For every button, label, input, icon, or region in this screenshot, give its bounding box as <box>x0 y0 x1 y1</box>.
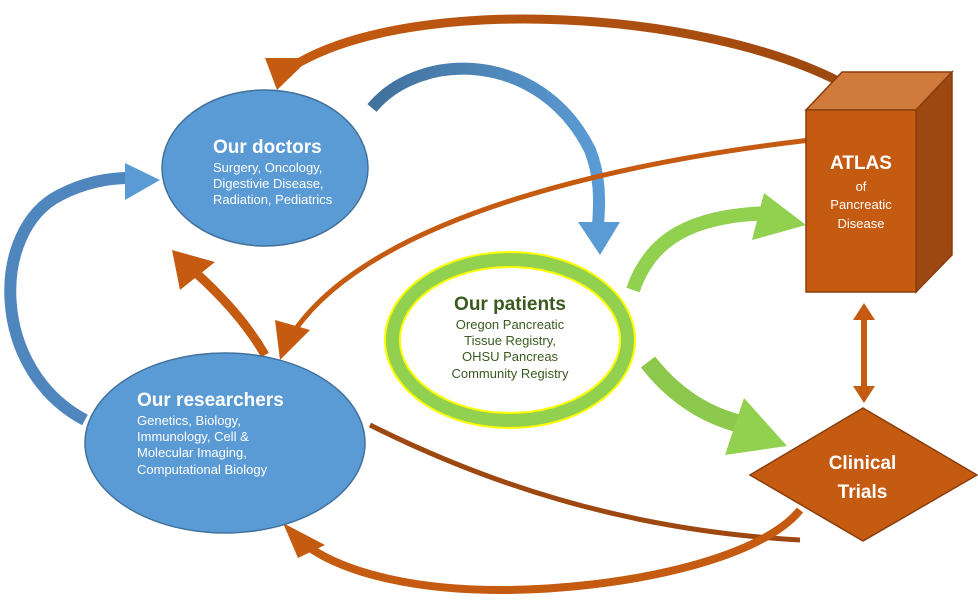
arrow-atlas-to-doctors <box>265 14 843 90</box>
atlas-line: Disease <box>837 216 885 232</box>
doctors-title: Our doctors <box>213 137 322 158</box>
trials-label: Clinical Trials <box>800 450 925 507</box>
doctors-line: Surgery, Oncology, <box>213 159 323 175</box>
atlas-line: of <box>855 178 867 194</box>
atlas-label: ATLAS of Pancreatic Disease <box>806 150 916 234</box>
arrow-doctors-to-patients <box>367 62 620 255</box>
researchers-line: Computational Biology <box>137 461 268 477</box>
atlas-line: Pancreatic <box>830 197 892 213</box>
researchers-line: Molecular Imaging, <box>137 445 247 461</box>
arrow-trials-to-researchers <box>283 422 804 595</box>
doctors-line: Digestivie Disease, <box>213 176 324 191</box>
patients-line: Oregon Pancreatic <box>455 316 565 332</box>
arrow-patients-to-trials <box>640 356 787 455</box>
doctors-line: Radiation, Pediatrics <box>213 192 333 208</box>
researchers-label: Our researchers Genetics, Biology, Immun… <box>137 389 284 478</box>
arrow-researchers-to-doctors <box>4 163 160 426</box>
doctors-label: Our doctors Surgery, Oncology, Digestivi… <box>213 136 332 209</box>
trials-node[interactable] <box>748 407 978 542</box>
patients-line: Tissue Registry, <box>464 333 556 348</box>
patients-line: OHSU Pancreas <box>461 349 559 365</box>
researchers-node[interactable] <box>84 352 366 534</box>
researchers-title: Our researchers <box>137 390 284 411</box>
patients-label: Our patients Oregon Pancreatic Tissue Re… <box>420 293 600 382</box>
researchers-line: Immunology, Cell & <box>137 429 249 444</box>
atlas-node[interactable] <box>804 70 954 294</box>
researchers-line: Genetics, Biology, <box>137 412 241 428</box>
arrow-patients-to-atlas <box>626 193 806 293</box>
double-arrow-atlas-trials <box>853 303 875 403</box>
atlas-title: ATLAS <box>830 153 892 174</box>
arrow-researchers-up-to-doctors <box>172 250 269 358</box>
trials-title-line1: Clinical <box>828 453 897 474</box>
arrow-atlas-to-researchers <box>275 137 811 360</box>
trials-title-line2: Trials <box>837 481 888 503</box>
patients-line: Community Registry <box>451 365 569 381</box>
patients-title: Our patients <box>454 294 566 315</box>
patients-node[interactable] <box>384 251 636 429</box>
doctors-node[interactable] <box>161 89 369 247</box>
